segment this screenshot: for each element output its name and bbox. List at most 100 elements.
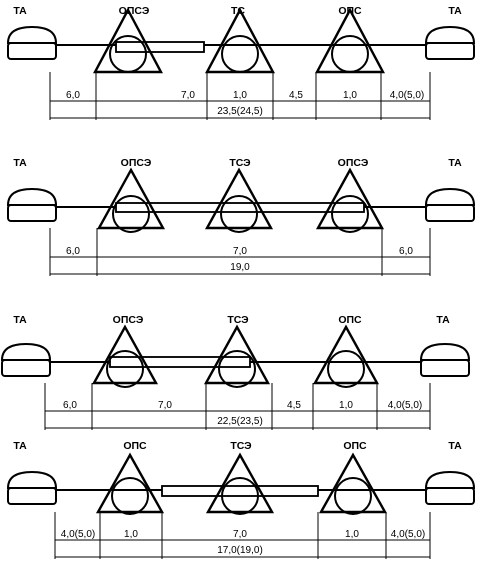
bar-segment-outline: [115, 202, 365, 213]
station-triangle-icon: [205, 7, 275, 74]
dimension-value: 7,0: [181, 90, 195, 101]
dimension-value: 6,0: [399, 246, 413, 257]
station-label: ОПС: [338, 314, 362, 326]
bar-segment: [109, 356, 251, 368]
station-label: ТА: [13, 157, 27, 169]
dimension-value: 7,0: [233, 246, 247, 257]
station-triangle-shape: [91, 324, 159, 385]
ta-dome-shape: [424, 187, 476, 206]
station-triangle-shape: [315, 167, 385, 230]
station-circle-shape: [111, 477, 149, 515]
station-label: ТА: [436, 314, 450, 326]
ta-symbol-icon: [0, 342, 52, 377]
station-triangle-icon: [93, 7, 163, 74]
dimension-value: 1,0: [233, 90, 247, 101]
station-triangle-icon: [91, 324, 159, 388]
ta-symbol-icon: [424, 25, 476, 60]
station-triangle-icon: [96, 167, 166, 233]
dimension-value: 6,0: [66, 246, 80, 257]
station-label: ОПС: [123, 440, 147, 452]
ta-body-shape: [7, 487, 57, 505]
bar-segment-outline: [115, 41, 205, 53]
ta-body-shape: [1, 359, 51, 377]
ta-symbol-icon: [424, 187, 476, 222]
dimension-value: 4,0(5,0): [390, 90, 424, 101]
station-triangle-icon: [315, 167, 385, 233]
station-circle-shape: [218, 350, 256, 388]
dimension-value: 4,0(5,0): [61, 529, 95, 540]
ta-dome-shape: [424, 470, 476, 489]
station-label: ОПСЭ: [338, 157, 369, 169]
station-label: ТСЭ: [230, 440, 252, 452]
station-label: ОПСЭ: [119, 5, 150, 17]
station-triangle-icon: [318, 452, 388, 515]
station-label: ТСЭ: [227, 314, 249, 326]
dimension-value: 4,0(5,0): [391, 529, 425, 540]
station-label: ТА: [13, 314, 27, 326]
station-triangle-shape: [205, 452, 275, 514]
station-label: ТА: [448, 5, 462, 17]
ta-dome-shape: [0, 342, 52, 361]
bar-segment: [161, 485, 319, 497]
total-dimension-value: 22,5(23,5): [217, 416, 263, 427]
station-triangle-shape: [95, 452, 165, 514]
bar-segment: [115, 41, 205, 53]
ta-body-shape: [7, 204, 57, 222]
station-triangle-shape: [204, 167, 274, 230]
station-triangle-shape: [96, 167, 166, 230]
station-triangle-shape: [318, 452, 388, 514]
station-label: ТС: [231, 5, 245, 17]
dimension-value: 7,0: [233, 529, 247, 540]
dimension-value: 4,5: [287, 400, 301, 411]
ta-body-shape: [425, 42, 475, 60]
station-circle-shape: [327, 350, 365, 388]
ta-dome-shape: [424, 25, 476, 44]
bar-segment-outline: [161, 485, 319, 497]
station-triangle-shape: [315, 7, 385, 74]
station-triangle-shape: [205, 7, 275, 74]
ta-symbol-icon: [424, 470, 476, 505]
bar-segment-outline: [109, 356, 251, 368]
dimension-value: 6,0: [66, 90, 80, 101]
dimension-value: 1,0: [343, 90, 357, 101]
station-label: ОПСЭ: [113, 314, 144, 326]
station-circle-shape: [334, 477, 372, 515]
ta-body-shape: [7, 42, 57, 60]
station-label: ОПС: [338, 5, 362, 17]
ta-body-shape: [425, 487, 475, 505]
station-circle-shape: [331, 195, 369, 233]
ta-body-shape: [425, 204, 475, 222]
dimension-value: 7,0: [158, 400, 172, 411]
station-label: ТА: [13, 5, 27, 17]
ta-symbol-icon: [6, 187, 58, 222]
station-triangle-icon: [204, 167, 274, 233]
station-label: ТА: [448, 157, 462, 169]
station-triangle-shape: [312, 324, 380, 385]
ta-dome-shape: [6, 470, 58, 489]
station-triangle-icon: [315, 7, 385, 74]
station-circle-shape: [221, 35, 259, 73]
dimension-value: 4,0(5,0): [388, 400, 422, 411]
ta-symbol-icon: [6, 470, 58, 505]
station-triangle-shape: [203, 324, 271, 385]
station-label: ТА: [448, 440, 462, 452]
station-label: ОПС: [343, 440, 367, 452]
station-triangle-icon: [95, 452, 165, 515]
ta-body-shape: [420, 359, 470, 377]
total-dimension-value: 19,0: [230, 262, 250, 273]
total-dimension-value: 17,0(19,0): [217, 545, 263, 556]
station-circle-shape: [331, 35, 369, 73]
station-triangle-icon: [312, 324, 380, 388]
ta-symbol-icon: [6, 25, 58, 60]
dimension-value: 1,0: [339, 400, 353, 411]
ta-symbol-icon: [419, 342, 471, 377]
diagram-row-3: ТА ОПСЭ ТСЭ ОПС ТА 6,0 7,0 4,5 1,0 4,0(5,0) 22,5(2…: [0, 314, 471, 430]
dimension-value: 6,0: [63, 400, 77, 411]
dimension-value: 4,5: [289, 90, 303, 101]
station-circle-shape: [106, 350, 144, 388]
dimension-value: 1,0: [124, 529, 138, 540]
station-triangle-icon: [203, 324, 271, 388]
